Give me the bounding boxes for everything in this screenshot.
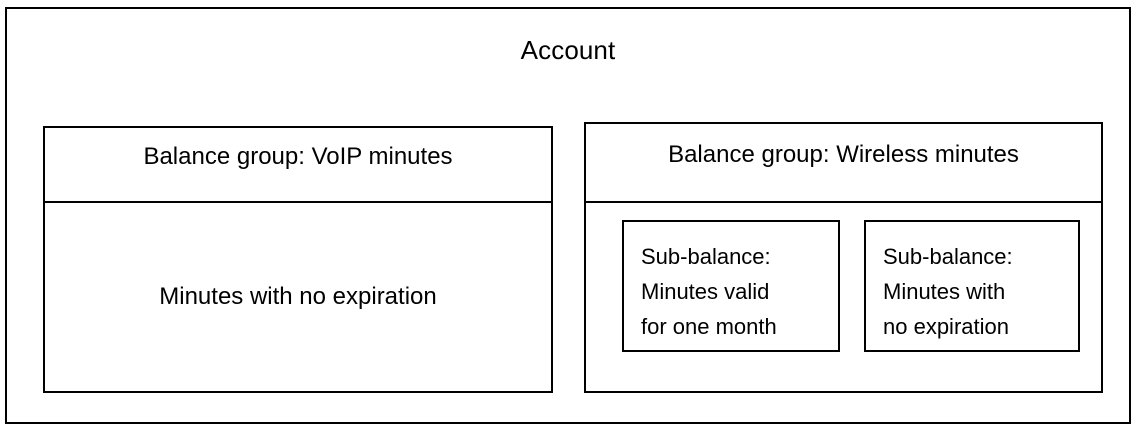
sub-balance-label-valid-one-month: Sub-balance: Minutes valid for one month [641,244,777,339]
balance-group-voip: Balance group: VoIP minutes Minutes with… [43,126,553,393]
balance-group-voip-body-text: Minutes with no expiration [159,283,437,310]
balance-group-voip-header: Balance group: VoIP minutes [45,128,551,203]
sub-balance-label-no-expiration: Sub-balance: Minutes with no expiration [883,244,1013,339]
balance-group-wireless-header-label: Balance group: Wireless minutes [668,141,1019,168]
balance-group-wireless: Balance group: Wireless minutes Sub-bala… [584,122,1103,393]
account-box: Account Balance group: VoIP minutes Minu… [5,7,1131,424]
sub-balance-row: Sub-balance: Minutes valid for one month… [586,203,1101,391]
balance-group-voip-header-label: Balance group: VoIP minutes [143,143,453,170]
balance-group-voip-body: Minutes with no expiration [45,203,551,391]
sub-balance-box-no-expiration: Sub-balance: Minutes with no expiration [864,220,1080,352]
sub-balance-box-valid-one-month: Sub-balance: Minutes valid for one month [622,220,840,352]
account-title: Account [520,35,616,65]
balance-group-wireless-header: Balance group: Wireless minutes [586,124,1101,203]
balance-group-wireless-body: Sub-balance: Minutes valid for one month… [586,203,1101,391]
